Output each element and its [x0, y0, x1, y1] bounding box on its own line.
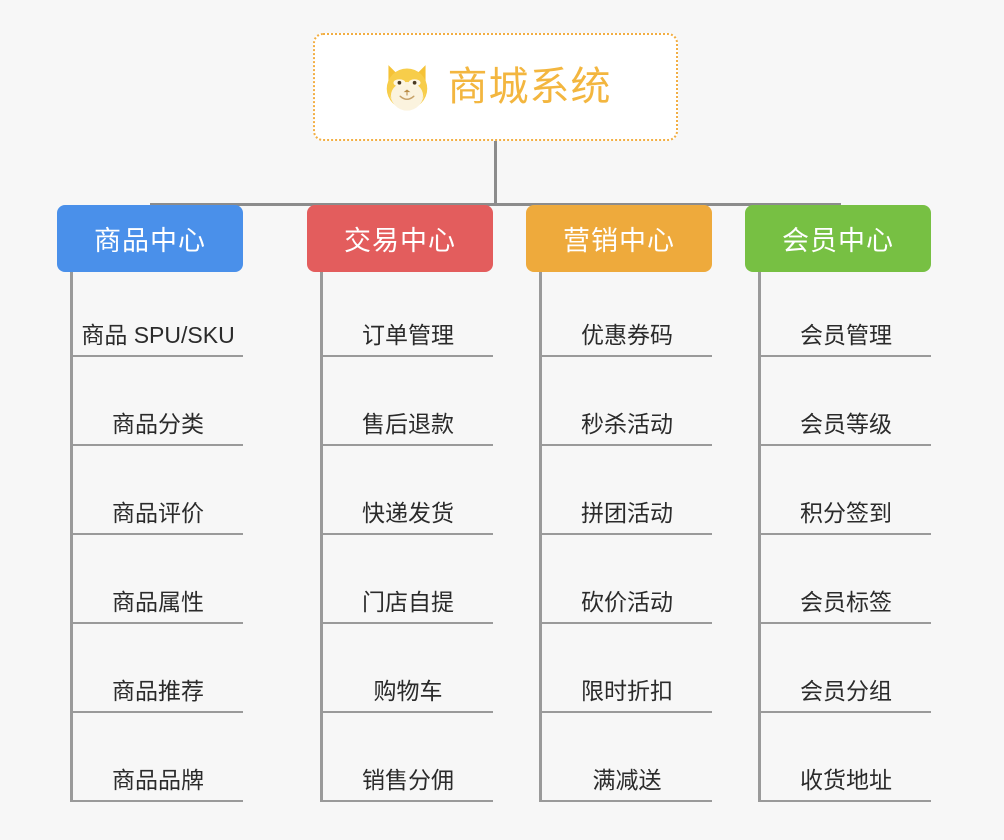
shiba-dog-face-icon [386, 65, 427, 111]
column-marketing-center: 营销中心 优惠券码 秒杀活动 拼团活动 砍价活动 限时折扣 满减送 [526, 205, 712, 802]
column-trade-center: 交易中心 订单管理 售后退款 快递发货 门店自提 购物车 销售分佣 [307, 205, 493, 802]
list-item[interactable]: 满减送 [542, 713, 712, 802]
list-item[interactable]: 会员等级 [761, 357, 931, 446]
column-body-marketing-center: 优惠券码 秒杀活动 拼团活动 砍价活动 限时折扣 满减送 [539, 272, 712, 802]
column-body-trade-center: 订单管理 售后退款 快递发货 门店自提 购物车 销售分佣 [320, 272, 493, 802]
column-body-member-center: 会员管理 会员等级 积分签到 会员标签 会员分组 收货地址 [758, 272, 931, 802]
list-item[interactable]: 销售分佣 [323, 713, 493, 802]
leaf-list-marketing-center: 优惠券码 秒杀活动 拼团活动 砍价活动 限时折扣 满减送 [539, 272, 712, 802]
connector-horizontal-bus [150, 203, 838, 206]
leaf-list-trade-center: 订单管理 售后退款 快递发货 门店自提 购物车 销售分佣 [320, 272, 493, 802]
column-product-center: 商品中心 商品 SPU/SKU 商品分类 商品评价 商品属性 商品推荐 商品品牌 [57, 205, 243, 802]
list-item[interactable]: 商品品牌 [73, 713, 243, 802]
list-item[interactable]: 订单管理 [323, 272, 493, 357]
column-member-center: 会员中心 会员管理 会员等级 积分签到 会员标签 会员分组 收货地址 [745, 205, 931, 802]
list-item[interactable]: 商品 SPU/SKU [73, 272, 243, 357]
list-item[interactable]: 收货地址 [761, 713, 931, 802]
list-item[interactable]: 优惠券码 [542, 272, 712, 357]
list-item[interactable]: 售后退款 [323, 357, 493, 446]
connector-root-vertical [494, 141, 497, 204]
column-spine [758, 272, 761, 802]
category-header-product-center[interactable]: 商品中心 [57, 205, 243, 272]
list-item[interactable]: 商品推荐 [73, 624, 243, 713]
list-item[interactable]: 商品评价 [73, 446, 243, 535]
list-item[interactable]: 商品属性 [73, 535, 243, 624]
list-item[interactable]: 快递发货 [323, 446, 493, 535]
column-spine [539, 272, 542, 802]
category-header-member-center[interactable]: 会员中心 [745, 205, 931, 272]
list-item[interactable]: 限时折扣 [542, 624, 712, 713]
column-body-product-center: 商品 SPU/SKU 商品分类 商品评价 商品属性 商品推荐 商品品牌 [70, 272, 243, 802]
list-item[interactable]: 商品分类 [73, 357, 243, 446]
list-item[interactable]: 会员管理 [761, 272, 931, 357]
list-item[interactable]: 会员分组 [761, 624, 931, 713]
list-item[interactable]: 砍价活动 [542, 535, 712, 624]
column-spine [320, 272, 323, 802]
category-header-trade-center[interactable]: 交易中心 [307, 205, 493, 272]
column-spine [70, 272, 73, 802]
list-item[interactable]: 积分签到 [761, 446, 931, 535]
list-item[interactable]: 门店自提 [323, 535, 493, 624]
root-node[interactable]: 商城系统 [313, 33, 678, 141]
list-item[interactable]: 秒杀活动 [542, 357, 712, 446]
root-title: 商城系统 [447, 65, 612, 109]
list-item[interactable]: 购物车 [323, 624, 493, 713]
leaf-list-product-center: 商品 SPU/SKU 商品分类 商品评价 商品属性 商品推荐 商品品牌 [70, 272, 243, 802]
category-header-marketing-center[interactable]: 营销中心 [526, 205, 712, 272]
list-item[interactable]: 拼团活动 [542, 446, 712, 535]
list-item[interactable]: 会员标签 [761, 535, 931, 624]
leaf-list-member-center: 会员管理 会员等级 积分签到 会员标签 会员分组 收货地址 [758, 272, 931, 802]
